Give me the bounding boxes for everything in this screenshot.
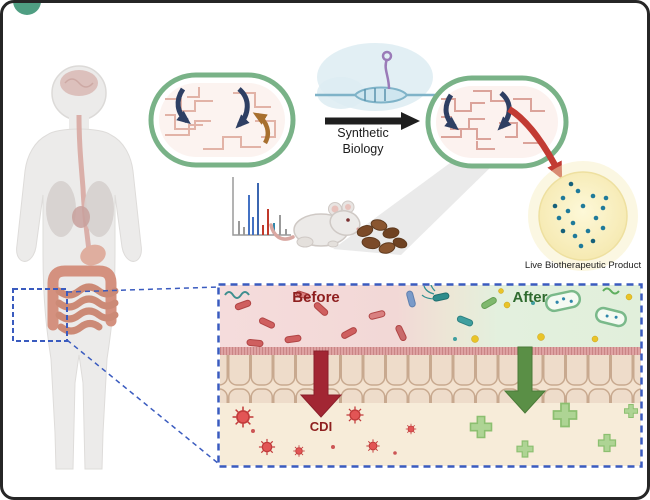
lamina-background [220, 401, 641, 466]
before-microbes [224, 290, 416, 348]
corner-dot-icon [13, 3, 41, 15]
engineered-bacterium-icon [148, 72, 296, 168]
gene-arrow-navy-2 [235, 87, 250, 129]
feces-icon [356, 219, 408, 254]
gene-arrow-navy-1 [175, 87, 191, 125]
roi-box-icon [12, 288, 68, 342]
roi-connector-bottom [66, 339, 220, 465]
stomach-icon [80, 244, 106, 266]
heart-icon [72, 206, 90, 228]
epithelium-icon [220, 347, 641, 403]
roi-connector-top [66, 286, 220, 293]
microbe-dots [552, 181, 609, 249]
mouse-icon [269, 200, 368, 248]
lung-right-icon [84, 181, 114, 237]
metabolite-dots [471, 288, 633, 343]
illustration [12, 3, 643, 470]
output-arrow-red [507, 106, 563, 180]
callout-funnel-icon [333, 163, 495, 255]
human-body-icon [16, 65, 142, 470]
synthetic-biology-label: Synthetic Biology [337, 126, 389, 156]
lung-left-icon [46, 181, 76, 237]
plasmid-construct-icon [315, 43, 439, 111]
gene-arrow-navy-3 [443, 93, 459, 131]
gene-arrow-brown [252, 112, 270, 145]
after-microbes [421, 285, 633, 343]
lbp-label: Live Biotherapeutic Product [524, 260, 642, 271]
esophagus-icon [76, 114, 92, 252]
virus-cluster [231, 405, 417, 458]
cdi-down-arrow [299, 350, 343, 418]
chromatogram-icon [232, 177, 291, 236]
after-label: After [512, 289, 548, 306]
intestines-icon [47, 265, 119, 335]
before-after-panel [217, 283, 643, 468]
before-label: Before [292, 289, 340, 306]
healthy-down-arrow [503, 346, 547, 414]
panel-dashed-border [217, 283, 643, 468]
cdi-label: CDI [309, 419, 333, 434]
engineered-bacterium-2-icon [425, 75, 569, 180]
lbp-capsule-icon [528, 161, 638, 271]
